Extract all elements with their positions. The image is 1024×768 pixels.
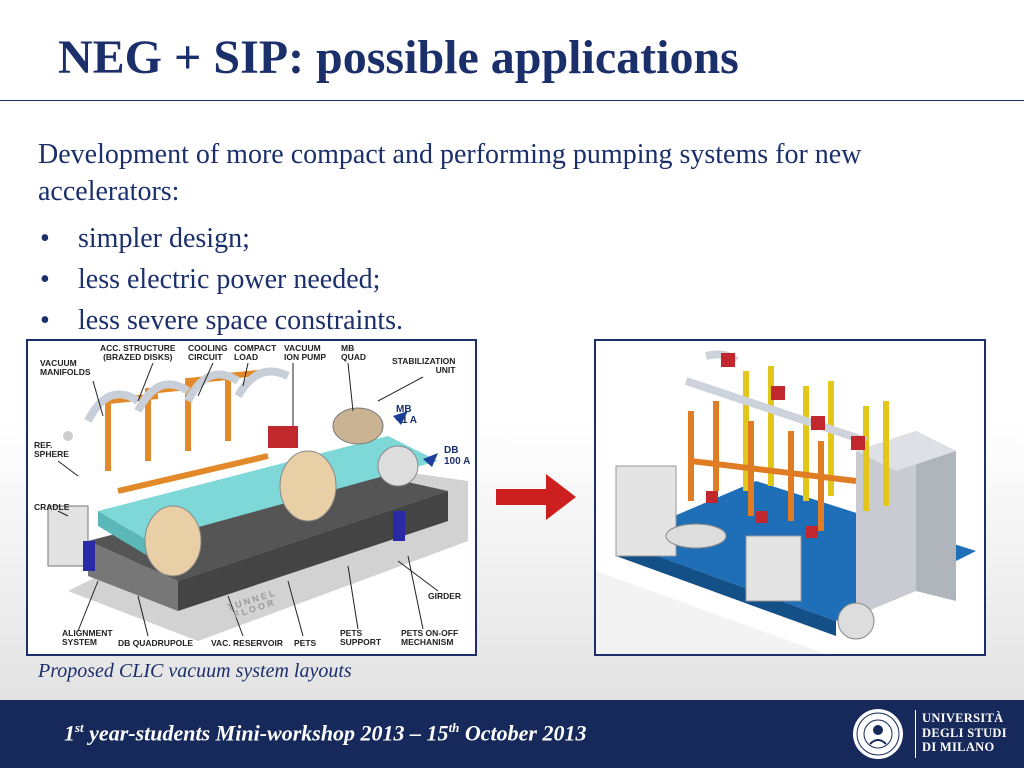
label-girder: GIRDER — [428, 591, 462, 601]
slide-title: NEG + SIP: possible applications — [58, 31, 739, 84]
label-acc-structure: ACC. STRUCTURE(BRAZED DISKS) — [100, 343, 176, 362]
logo-divider — [915, 710, 916, 758]
red-arrow-icon — [496, 474, 576, 520]
footer-text: 1st year-students Mini-workshop 2013 – 1… — [64, 720, 587, 746]
label-cradle: CRADLE — [34, 502, 70, 512]
bullet-item: less severe space constraints. — [38, 300, 403, 341]
module-illustration — [47, 362, 468, 641]
university-logo-text: UNIVERSITÀ DEGLI STUDI DI MILANO — [922, 711, 1007, 754]
label-pets: PETS — [294, 638, 317, 648]
figure-caption: Proposed CLIC vacuum system layouts — [38, 660, 352, 682]
label-mb-current: MB~1 A — [396, 404, 418, 426]
label-db-quadrupole: DB QUADRUPOLE — [118, 638, 194, 648]
university-seal-icon — [853, 709, 903, 759]
compact-layout-diagram — [594, 339, 986, 656]
bullet-item: simpler design; — [38, 218, 403, 259]
title-divider — [0, 100, 1024, 101]
bullet-item: less electric power needed; — [38, 259, 403, 300]
label-ref-sphere: REF.SPHERE — [34, 440, 69, 459]
intro-text: Development of more compact and performi… — [38, 139, 862, 207]
compact-layout-illustration — [596, 350, 976, 654]
label-vac-reservoir: VAC. RESERVOIR — [211, 638, 283, 648]
bullet-list: simpler design; less electric power need… — [38, 218, 403, 341]
